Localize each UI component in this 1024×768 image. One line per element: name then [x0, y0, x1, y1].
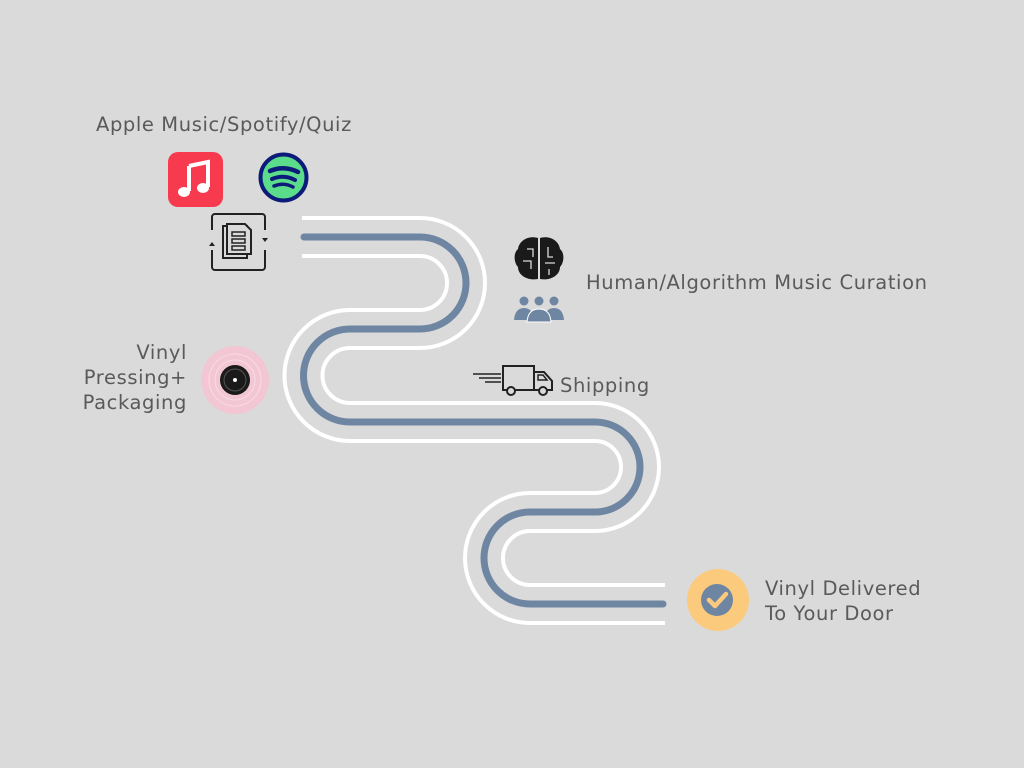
source-label: Apple Music/Spotify/Quiz — [96, 113, 352, 136]
brain-icon — [513, 235, 565, 283]
vinyl-record-icon — [200, 345, 270, 415]
curation-label: Human/Algorithm Music Curation — [586, 271, 928, 294]
shipping-label: Shipping — [560, 374, 650, 397]
pressing-label-line1: Vinyl — [136, 341, 187, 364]
delivered-label-line1: Vinyl Delivered — [765, 577, 922, 600]
pressing-label: Vinyl Pressing+ Packaging — [60, 340, 187, 415]
check-badge-icon — [687, 569, 749, 631]
delivered-label: Vinyl Delivered To Your Door — [765, 576, 921, 626]
pressing-label-line2: Pressing+ — [83, 366, 187, 389]
quiz-document-icon — [207, 212, 269, 272]
spotify-icon — [258, 152, 309, 203]
delivered-label-line2: To Your Door — [765, 602, 894, 625]
apple-music-icon — [168, 152, 223, 207]
people-group-icon — [513, 295, 565, 323]
delivery-truck-icon — [473, 364, 555, 396]
pressing-label-line3: Packaging — [82, 391, 187, 414]
